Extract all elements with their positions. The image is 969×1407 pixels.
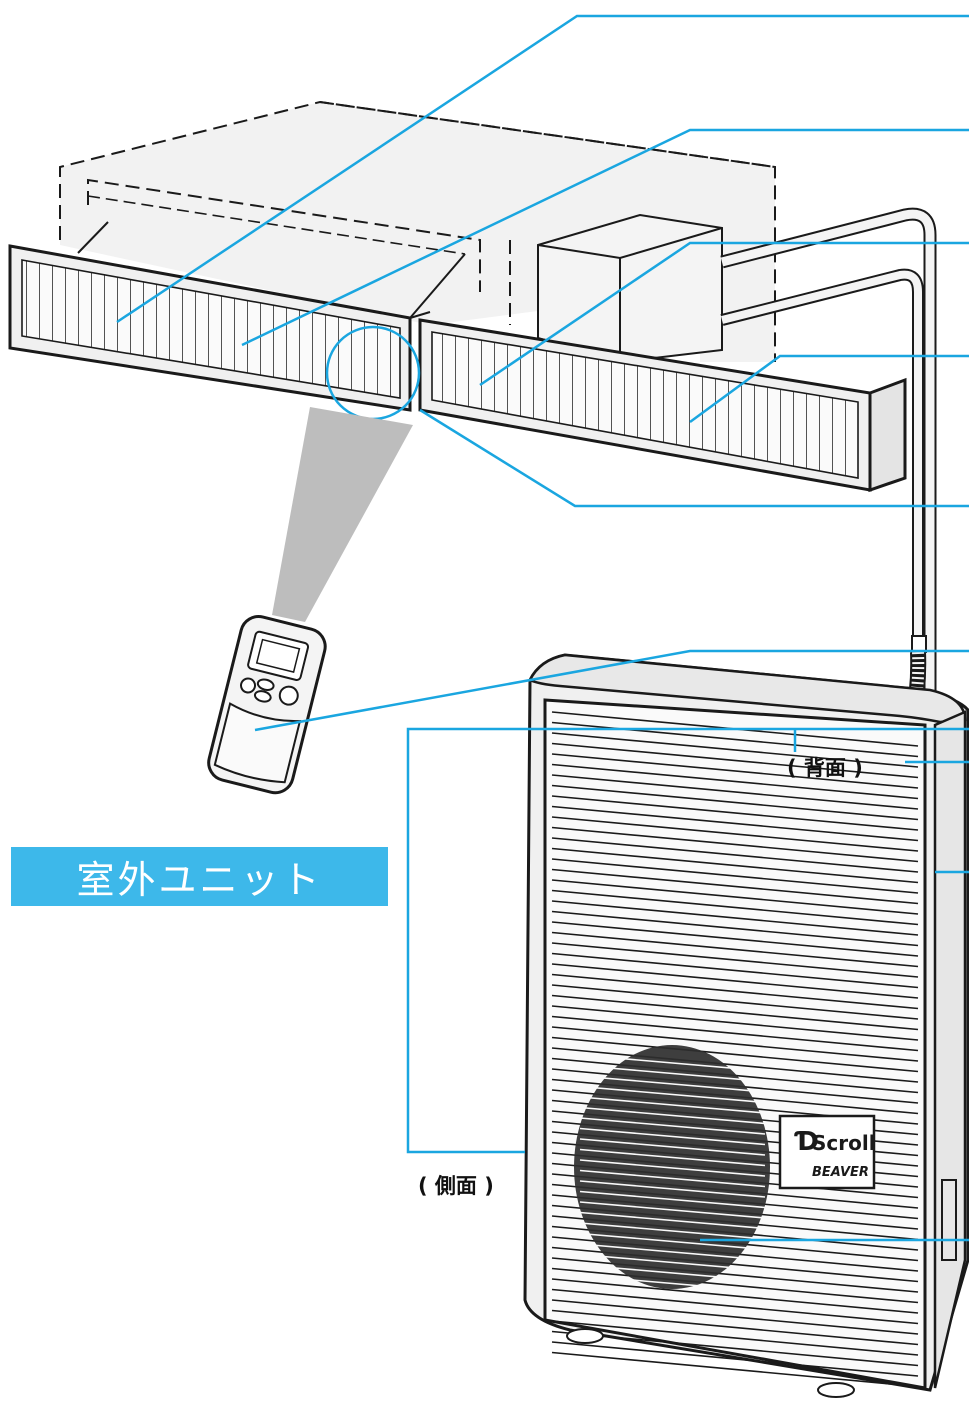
grille-slat <box>551 816 919 852</box>
grille-slat <box>551 1288 919 1325</box>
grille-slat <box>551 868 919 905</box>
brand-name: Scroll <box>812 1131 876 1155</box>
fan-guard-slat <box>579 1127 766 1146</box>
grille-slat <box>551 1005 919 1041</box>
fan-guard-slat <box>579 1159 766 1177</box>
grille-slat <box>551 1047 919 1083</box>
grille-slat <box>551 1026 919 1062</box>
grille-slat <box>551 1015 919 1052</box>
back-view-label: ( 背面 ) <box>787 756 863 780</box>
fan-guard-slat <box>579 1222 766 1240</box>
grille-slat <box>551 795 919 831</box>
leader-line-5 <box>419 408 969 508</box>
leader-line-9 <box>406 727 969 1154</box>
brand-mark-icon: Ɗ <box>794 1127 819 1157</box>
fan-guard-slat <box>579 1106 766 1125</box>
fan-guard-slat <box>579 1085 766 1104</box>
fan-guard-slat <box>579 1148 766 1167</box>
indoor-grille-right <box>409 311 907 493</box>
fan-guard-slat <box>579 1138 766 1156</box>
ir-beam <box>272 407 413 622</box>
fan-guard-slat <box>579 1064 766 1083</box>
leader-line-2 <box>241 128 969 347</box>
grille-slat <box>551 963 919 999</box>
grille-slat <box>551 847 919 884</box>
brand-sub: BEAVER <box>812 1165 869 1180</box>
fan-guard-slat <box>579 1190 766 1209</box>
fan-guard <box>574 1045 770 1289</box>
fan-guard-slat <box>579 1180 766 1198</box>
outdoor-unit: Ɗ Scroll BEAVER <box>523 653 969 1398</box>
grille-slat <box>551 732 919 768</box>
leader-line-6 <box>254 649 969 732</box>
grille-slat <box>551 1341 919 1377</box>
fan-guard-slat <box>579 1096 766 1114</box>
grille-slat <box>551 984 919 1020</box>
fan-guard-slat <box>579 1253 766 1272</box>
grille-slat <box>551 1267 919 1304</box>
outdoor-unit-section-label: 室外ユニット <box>11 847 388 906</box>
grille-slat <box>551 1320 919 1356</box>
grille-slat <box>551 1036 919 1073</box>
leader-line-3 <box>479 241 969 387</box>
leader-line-1 <box>116 14 969 324</box>
leader-line-4 <box>689 354 969 424</box>
fan-guard-slat <box>579 1211 766 1230</box>
fan-guard-slat <box>579 1264 766 1282</box>
grille-slat <box>551 837 919 873</box>
fan-guard-slat <box>579 1075 766 1093</box>
grille-slat <box>551 742 919 779</box>
grille-slat <box>551 1278 919 1314</box>
leader-lines <box>116 14 969 1242</box>
foot-right <box>817 1382 855 1398</box>
grille-slat <box>551 1299 919 1335</box>
fan-guard-slat <box>579 1169 766 1188</box>
foot-left <box>566 1328 604 1344</box>
remote-controller <box>207 615 327 795</box>
grille-slat <box>551 942 919 978</box>
grille-slat <box>551 826 919 863</box>
fan-guard-slat <box>579 1201 766 1219</box>
control-box <box>537 213 723 364</box>
brand-plate <box>778 1114 876 1190</box>
grille-slat <box>551 994 919 1031</box>
grille-slat <box>551 921 919 957</box>
fan-guard-slat <box>579 1117 766 1135</box>
grille-slat <box>551 1351 919 1388</box>
grille-slat <box>551 910 919 947</box>
grille-slat <box>551 1309 919 1346</box>
grille-slat <box>551 973 919 1010</box>
grille-slat <box>551 900 919 936</box>
grille-slat <box>551 784 919 821</box>
fan-guard-slat <box>579 1274 766 1293</box>
grille-slat <box>551 889 919 926</box>
side-view-label: ( 側面 ) <box>418 1174 494 1198</box>
fan-guard-slat <box>579 1232 766 1251</box>
fan-guard-slat <box>579 1054 766 1072</box>
grille-slat <box>551 952 919 989</box>
grille-slat <box>551 931 919 968</box>
fan-guard-slat <box>579 1243 766 1261</box>
grille-slat <box>551 805 919 842</box>
grille-slat <box>551 763 919 800</box>
refrigerant-pipes <box>720 207 937 1250</box>
grille-slat <box>551 858 919 894</box>
grille-slat <box>551 774 919 810</box>
indoor-grille-left <box>8 244 412 412</box>
grille-slat <box>551 1330 919 1367</box>
grille-slat <box>551 879 919 915</box>
grille-slat <box>551 753 919 789</box>
